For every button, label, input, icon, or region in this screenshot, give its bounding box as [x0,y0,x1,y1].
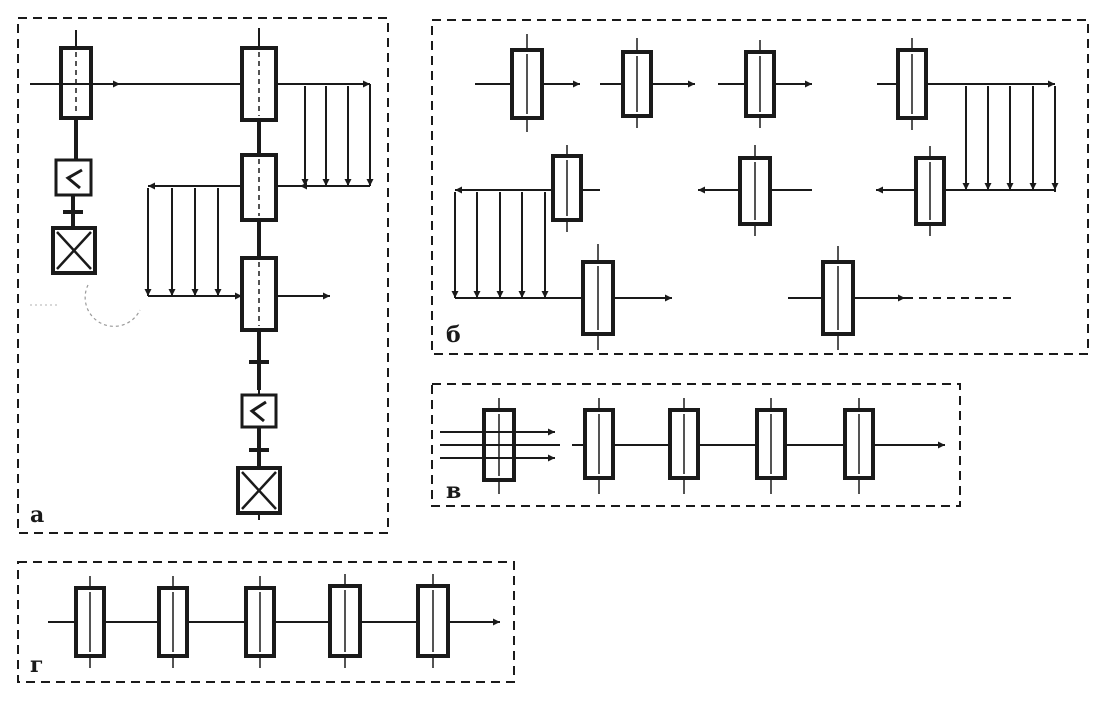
panel-a-main-stands [236,28,282,520]
panel-a-label: а [30,502,44,528]
stand-row-middle [455,145,946,236]
panel-a-left-drive-train [51,30,97,275]
panel-a: а [17,17,389,534]
stand-row-bottom [581,244,1015,350]
panel-b-label: б [446,322,461,348]
panel-g: г [17,561,515,683]
panel-g-label: г [30,652,43,678]
gearbox [240,393,278,429]
stand-row-v [482,398,875,494]
stand-row-g [74,574,450,668]
panel-g-frame [17,561,515,683]
panel-v-label: в [446,478,461,504]
panel-a-frame [17,17,389,534]
stand-row-top [475,34,1055,132]
panel-b: б [431,19,1089,355]
panel-v-frame [431,383,961,507]
gearbox [54,158,93,197]
panel-v: в [431,383,961,507]
